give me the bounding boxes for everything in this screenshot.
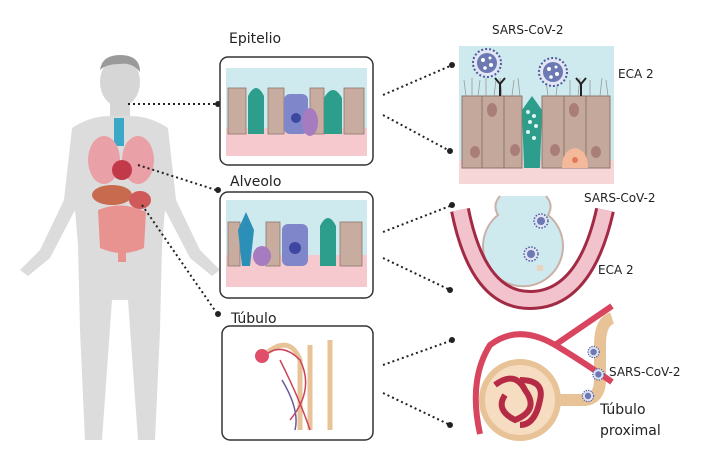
virus-icon xyxy=(472,48,502,78)
alveolus-virus-label: SARS-CoV-2 xyxy=(584,191,656,205)
alveolus-thumbnail xyxy=(219,191,374,299)
kidney-glomerulus-detail: SARS-CoV-2 Túbulo proximal xyxy=(472,303,681,441)
human-body-figure xyxy=(20,55,220,440)
virus-icon xyxy=(533,213,549,229)
virus-icon xyxy=(581,389,595,403)
epithelium-virus-label: SARS-CoV-2 xyxy=(492,23,564,37)
epithelium-detail: SARS-CoV-2 ECA 2 xyxy=(459,23,654,184)
alveolus-receptor-label: ECA 2 xyxy=(598,263,634,277)
alveolus-detail: SARS-CoV-2 ECA 2 xyxy=(450,191,656,311)
virus-icon xyxy=(587,345,600,359)
trachea xyxy=(114,118,124,146)
connectors-detail xyxy=(382,62,455,428)
left-lung xyxy=(88,136,120,184)
label-epitelio: Epitelio xyxy=(229,31,281,47)
virus-icon xyxy=(538,57,568,87)
virus-icon xyxy=(523,246,539,262)
epithelium-receptor-label: ECA 2 xyxy=(618,67,654,81)
kidney-structure-label-2: proximal xyxy=(600,423,661,439)
nephron-thumbnail xyxy=(221,325,374,441)
intestines xyxy=(98,205,146,253)
kidney-virus-label: SARS-CoV-2 xyxy=(609,365,681,379)
heart xyxy=(112,160,132,180)
liver xyxy=(92,185,132,205)
kidney xyxy=(129,191,151,209)
connector-kidney xyxy=(141,204,217,313)
virus-icon xyxy=(592,368,605,381)
connector-lung xyxy=(137,164,217,191)
kidney-structure-label-1: Túbulo xyxy=(599,402,646,418)
label-alveolo: Alveolo xyxy=(230,174,281,190)
ace2-receptor-icon xyxy=(494,77,587,96)
label-tubulo: Túbulo xyxy=(230,311,277,327)
epithelium-thumbnail xyxy=(219,56,374,166)
